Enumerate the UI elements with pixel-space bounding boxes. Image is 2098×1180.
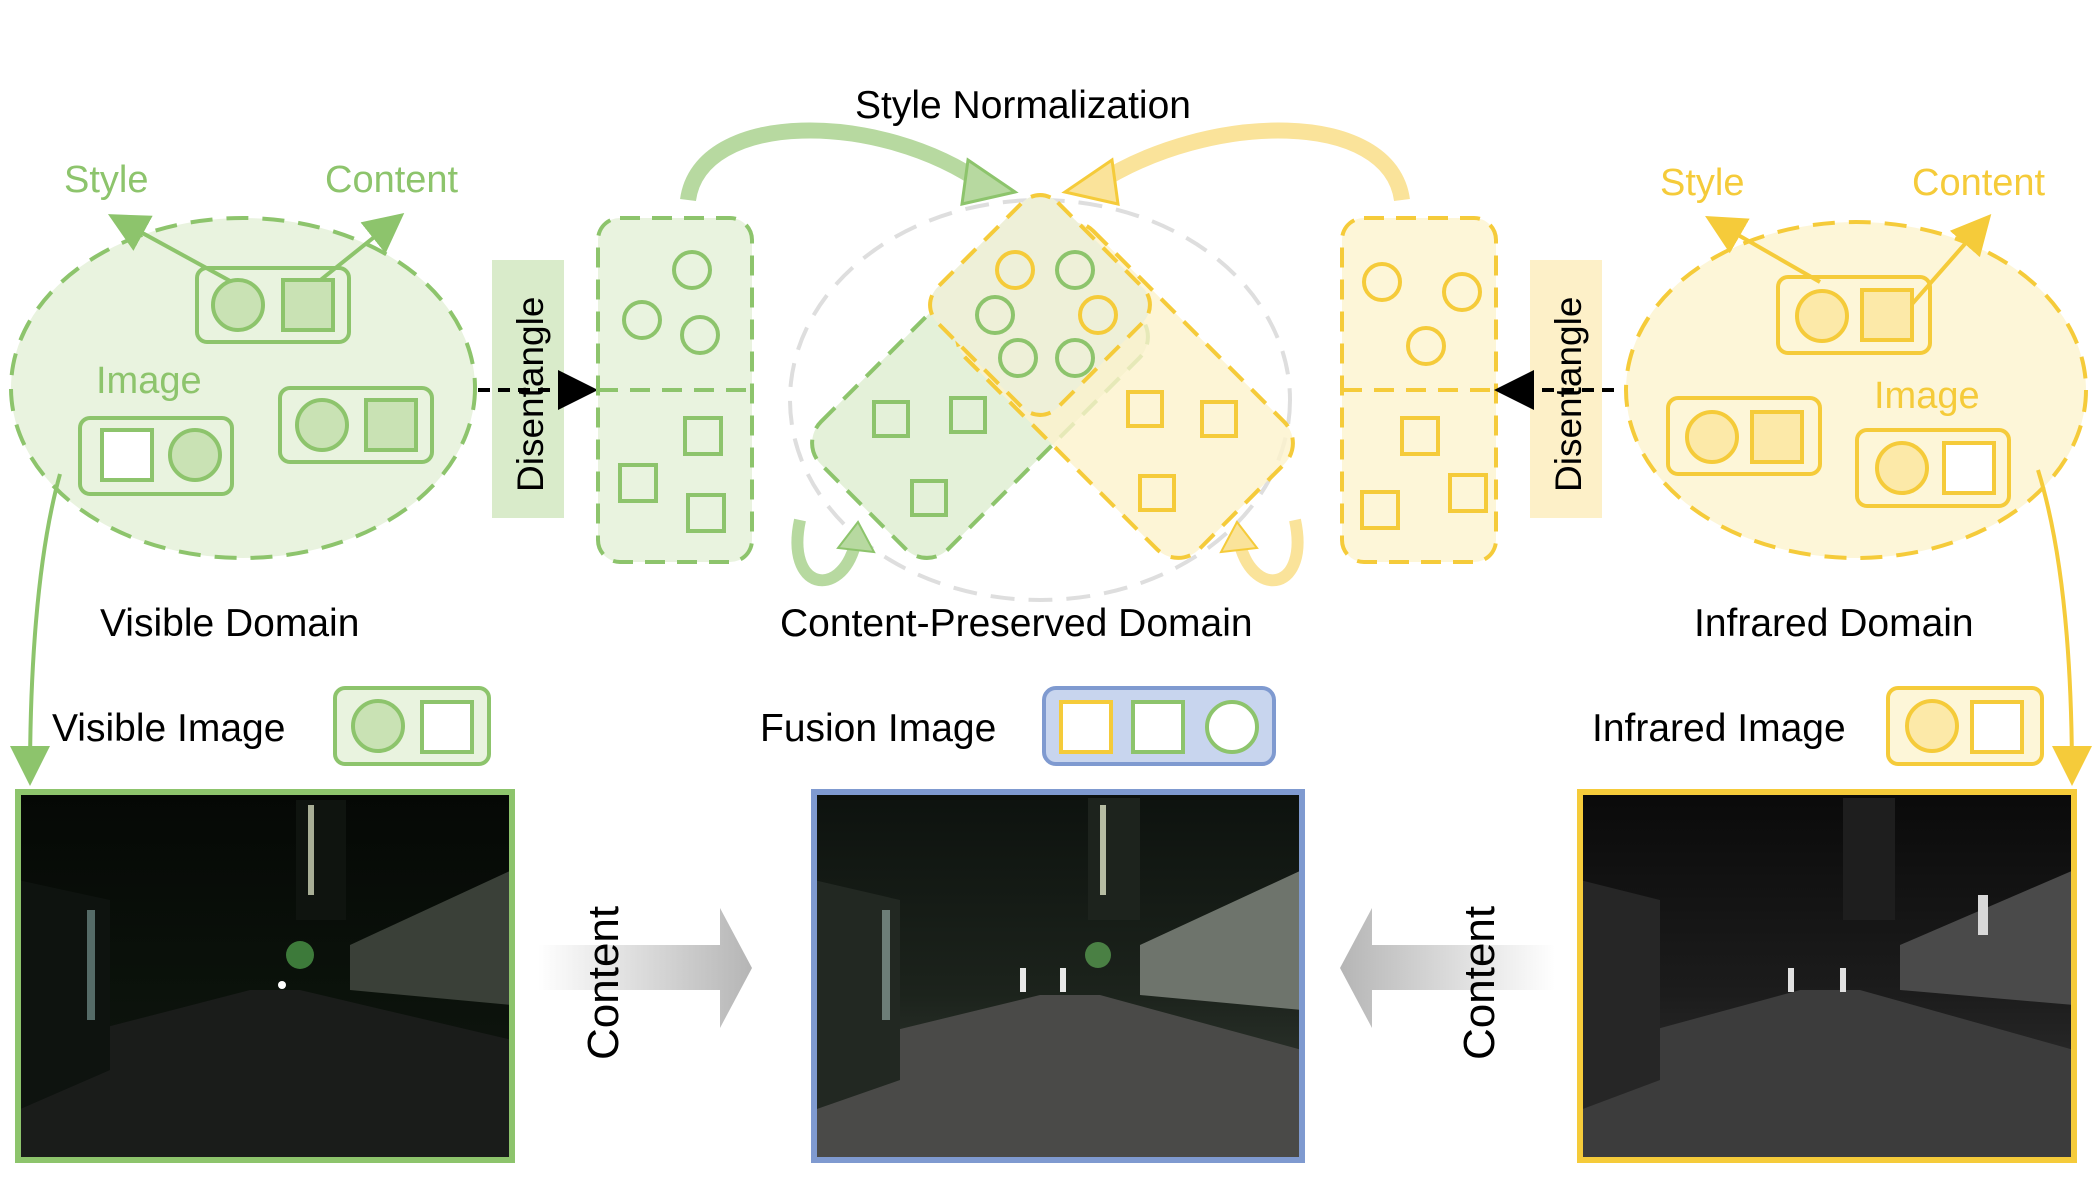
visible-domain-label: Visible Domain xyxy=(100,602,359,645)
visible-content-arrow xyxy=(316,213,405,284)
visible-token-right xyxy=(278,386,434,464)
yellow-loop-arrow xyxy=(1234,518,1304,587)
infrared-domain-group: Style Content Image Infrared Domain xyxy=(1624,162,2092,786)
yellow-loop-arrowhead xyxy=(1219,520,1259,554)
infrared-token-top xyxy=(1776,275,1932,355)
fusion-photo xyxy=(811,789,1305,1163)
green-loop-arrow xyxy=(791,518,861,587)
green-loop-arrowhead xyxy=(836,520,876,554)
infrared-split-column xyxy=(1340,216,1498,564)
infrared-domain-label: Infrared Domain xyxy=(1694,602,1974,645)
visible-split-column xyxy=(596,216,754,564)
visible-image-name: Visible Image xyxy=(52,707,285,750)
yellow-normalization-arrow xyxy=(1090,122,1410,202)
visible-token-left xyxy=(78,416,234,496)
infrared-content-arrow xyxy=(1903,213,1992,314)
center-style-circles xyxy=(975,250,1118,378)
infrared-style-label: Style xyxy=(1660,162,1744,204)
infrared-image-label: Image xyxy=(1874,375,1980,417)
visible-style-label: Style xyxy=(64,159,148,201)
visible-image-token xyxy=(333,686,491,766)
content-preserved-domain-label: Content-Preserved Domain xyxy=(780,602,1253,645)
green-normalization-arrow xyxy=(680,122,990,202)
style-normalization-title: Style Normalization xyxy=(855,84,1191,127)
visible-token-top xyxy=(195,266,351,344)
fusion-image-name: Fusion Image xyxy=(760,707,996,750)
content-arrow-left: Content xyxy=(538,906,752,1060)
infrared-domain-ellipse xyxy=(1624,220,2088,560)
content-arrow-left-label: Content xyxy=(579,906,628,1060)
infrared-image-name: Infrared Image xyxy=(1592,707,1846,750)
infrared-content-label: Content xyxy=(1912,162,2046,204)
visible-image-label: Image xyxy=(96,360,202,402)
visible-photo xyxy=(15,789,515,1163)
infrared-image-arrow xyxy=(2036,469,2092,786)
content-preserved-ellipse xyxy=(788,198,1292,602)
fusion-image-token xyxy=(1042,686,1276,766)
visible-style-arrow xyxy=(107,214,233,284)
green-normalization-arrowhead xyxy=(960,157,1019,206)
content-arrow-right: Content xyxy=(1340,906,1555,1060)
infrared-token-right xyxy=(1855,428,2011,508)
infrared-image-token xyxy=(1886,686,2044,766)
infrared-token-left xyxy=(1666,396,1822,476)
style-mix-diamond xyxy=(928,193,1152,417)
visible-disentangle-label: Disentangle xyxy=(510,297,551,492)
infrared-photo xyxy=(1577,789,2077,1163)
visible-image-arrow xyxy=(10,473,62,786)
yellow-normalization-arrowhead xyxy=(1061,157,1120,206)
content-arrow-right-label: Content xyxy=(1455,906,1504,1060)
visible-content-label: Content xyxy=(325,159,459,201)
visible-domain-group: Style Content Image Visible Domain xyxy=(9,159,477,786)
infrared-disentangle-label: Disentangle xyxy=(1548,297,1589,492)
infrared-style-arrow xyxy=(1705,216,1821,284)
center-content-squares xyxy=(872,390,1238,517)
